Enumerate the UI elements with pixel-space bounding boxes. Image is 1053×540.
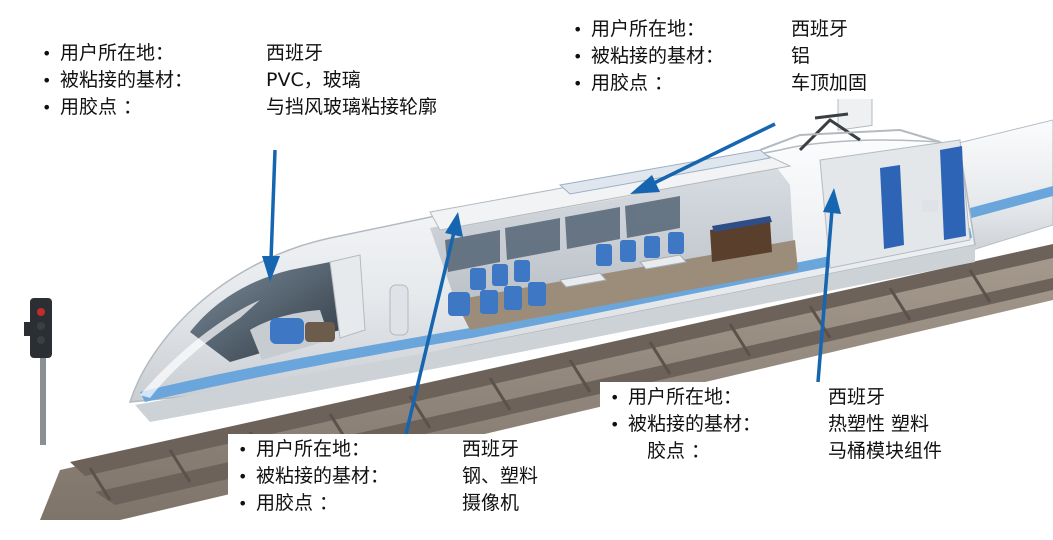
railway-signal — [24, 298, 52, 445]
cockpit-cutaway — [190, 254, 409, 362]
callout-row-substrate: • 被粘接的基材： PVC，玻璃 — [42, 67, 510, 94]
callout-row-location: • 用户所在地： 西班牙 — [238, 436, 640, 463]
location-label: 用户所在地： — [256, 438, 371, 460]
substrate-label: 被粘接的基材： — [256, 465, 390, 487]
bullet-icon: • — [42, 98, 52, 117]
application-value: 车顶加固 — [791, 72, 868, 94]
bullet-icon: • — [42, 44, 52, 63]
substrate-label: 被粘接的基材： — [60, 69, 194, 91]
bullet-icon: • — [573, 74, 583, 93]
application-label: 用胶点 ： — [591, 72, 674, 94]
location-label: 用户所在地： — [591, 18, 706, 40]
callout-roof-reinforcement: • 用户所在地： 西班牙 • 被粘接的基材： 铝 • 用胶点 ： 车顶加固 — [563, 14, 975, 99]
location-value: 西班牙 — [462, 438, 520, 460]
callout-cockpit-windshield: • 用户所在地： 西班牙 • 被粘接的基材： PVC，玻璃 • 用胶点 ： 与挡… — [32, 38, 518, 123]
bullet-icon: • — [573, 20, 583, 39]
callout-toilet-module: • 用户所在地： 西班牙 • 被粘接的基材： 热塑性 塑料 • 用胶点 ： 马桶… — [600, 382, 1036, 467]
location-label: 用户所在地： — [60, 42, 175, 64]
substrate-value: PVC，玻璃 — [266, 69, 361, 91]
arrow-cockpit — [262, 149, 280, 282]
location-label: 用户所在地： — [628, 386, 743, 408]
bullet-icon: • — [238, 440, 248, 459]
substrate-label: 被粘接的基材： — [628, 413, 762, 435]
callout-row-application: • 用胶点 ： 摄像机 — [238, 490, 640, 517]
application-value: 与挡风玻璃粘接轮廓 — [266, 96, 438, 118]
callout-row-application: • 用胶点 ： 马桶模块组件 — [610, 438, 1028, 465]
substrate-label: 被粘接的基材： — [591, 45, 725, 67]
callout-row-application: • 用胶点 ： 车顶加固 — [573, 70, 967, 97]
callout-row-application: • 用胶点 ： 与挡风玻璃粘接轮廓 — [42, 94, 510, 121]
location-value: 西班牙 — [791, 18, 849, 40]
substrate-value: 钢、塑料 — [462, 465, 539, 487]
substrate-value: 铝 — [791, 45, 811, 67]
bullet-icon: • — [573, 47, 583, 66]
application-value: 马桶模块组件 — [828, 440, 943, 462]
arrow-roof — [630, 122, 776, 194]
callout-row-substrate: • 被粘接的基材： 热塑性 塑料 — [610, 411, 1028, 438]
bullet-icon: • — [610, 415, 620, 434]
callout-row-substrate: • 被粘接的基材： 铝 — [573, 43, 967, 70]
application-value: 摄像机 — [462, 492, 520, 514]
location-value: 西班牙 — [828, 386, 886, 408]
arrow-camera — [404, 212, 463, 435]
bullet-icon: • — [42, 71, 52, 90]
bullet-icon: • — [238, 467, 248, 486]
substrate-value: 热塑性 塑料 — [828, 413, 930, 435]
callout-row-location: • 用户所在地： 西班牙 — [610, 384, 1028, 411]
application-label: 用胶点 ： — [60, 96, 143, 118]
callout-row-location: • 用户所在地： 西班牙 — [42, 40, 510, 67]
arrow-toilet — [816, 188, 841, 383]
location-value: 西班牙 — [266, 42, 324, 64]
callout-row-substrate: • 被粘接的基材： 钢、塑料 — [238, 463, 640, 490]
toilet-module-cutaway — [819, 54, 971, 269]
bullet-icon: • — [610, 388, 620, 407]
train-roof — [429, 112, 941, 231]
application-label: 用胶点 ： — [628, 440, 711, 462]
callout-row-location: • 用户所在地： 西班牙 — [573, 16, 967, 43]
bullet-icon: • — [238, 494, 248, 513]
application-label: 用胶点 ： — [256, 492, 339, 514]
callout-camera: • 用户所在地： 西班牙 • 被粘接的基材： 钢、塑料 • 用胶点 ： 摄像机 — [228, 434, 648, 519]
